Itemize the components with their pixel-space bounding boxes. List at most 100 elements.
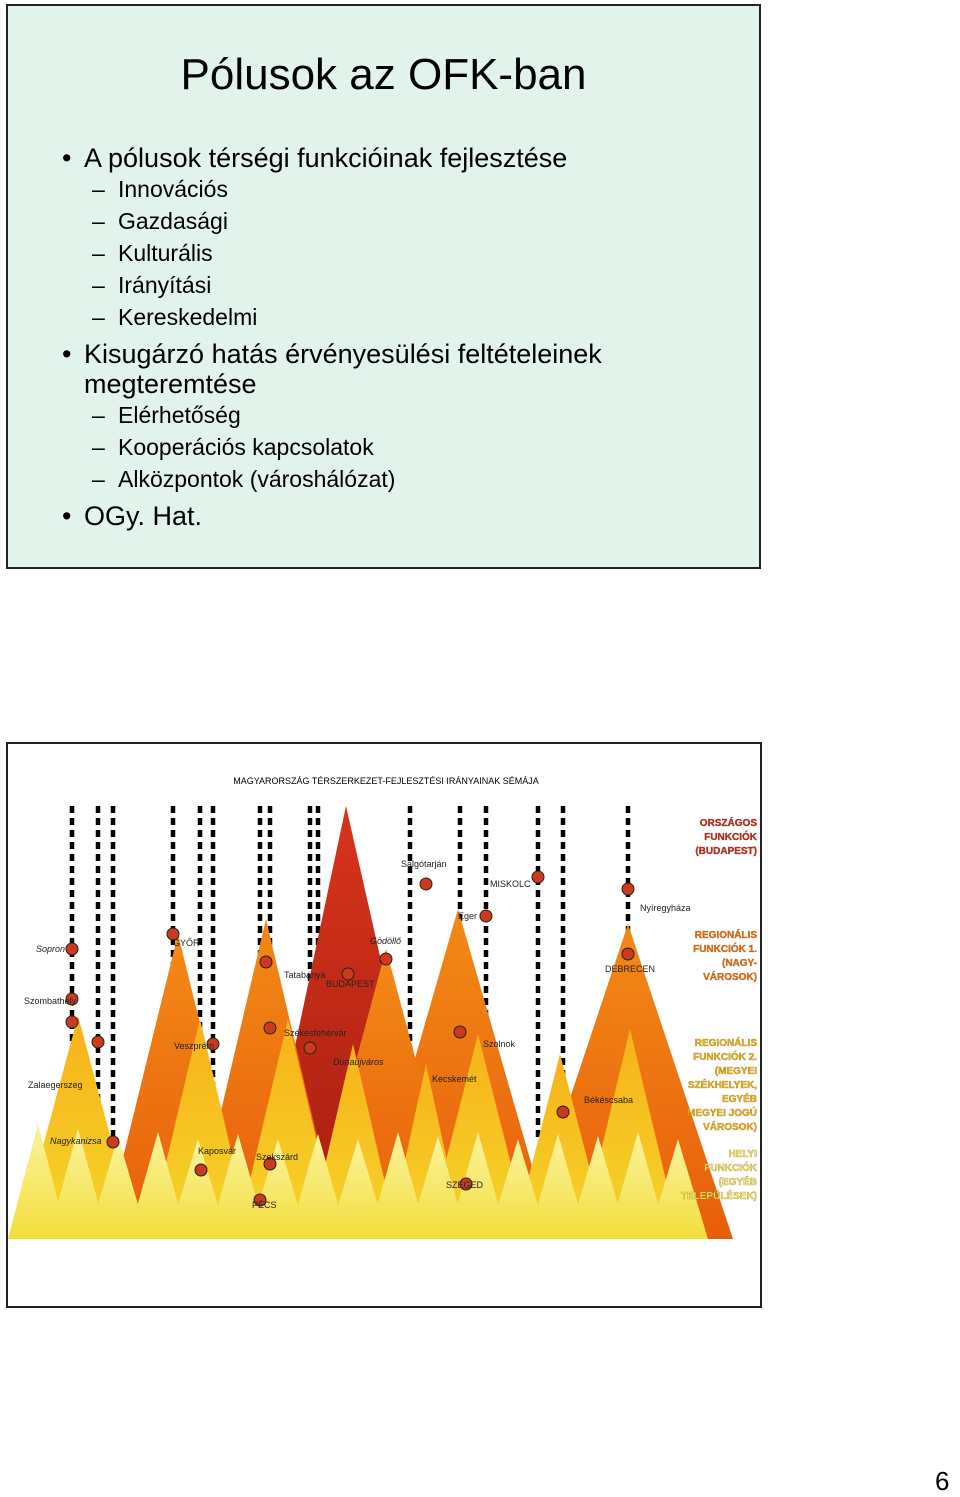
legend-line: FUNKCIÓK [704,830,758,843]
sub-item-text: Kooperációs kapcsolatok [118,434,374,460]
city-label-dunaujvaros: Dunaújváros [333,1057,384,1067]
sub-item-text: Elérhetőség [118,402,241,428]
sub-item: –Gazdasági [62,205,752,237]
city-label-salgotarjan: Salgótarján [401,859,447,869]
city-marker[interactable] [556,1105,570,1119]
city-marker[interactable] [166,927,180,941]
dash-icon: – [92,466,105,492]
bullet-dot-icon: • [62,501,72,531]
legend-line: (EGYÉB [719,1175,757,1188]
city-marker[interactable] [206,1037,220,1051]
city-marker[interactable] [65,992,79,1006]
city-label-kecskemet: Kecskemét [432,1074,477,1084]
legend-line: (BUDAPEST) [695,846,757,857]
city-label-szolnok: Szolnok [483,1039,516,1049]
dash-icon: – [92,176,105,202]
legend-regional-2: REGIONÁLIS FUNKCIÓK 2. (MEGYEI SZÉKHELYE… [687,1036,758,1133]
city-label-pecs: PÉCS [252,1200,277,1210]
city-marker[interactable] [379,952,393,966]
slide-poles: Pólusok az OFK-ban • A pólusok térségi f… [6,4,761,569]
legend-national: ORSZÁGOS FUNKCIÓK (BUDAPEST) [695,816,758,857]
diagram-title: MAGYARORSZÁG TÉRSZERKEZET-FEJLESZTÉSI IR… [233,776,539,786]
city-marker[interactable] [253,1193,267,1207]
sub-item-text: Irányítási [118,272,212,298]
bullet-dot-icon: • [62,143,72,173]
city-marker[interactable] [65,1015,79,1029]
city-marker[interactable] [479,909,493,923]
city-marker[interactable] [459,1177,473,1191]
city-marker[interactable] [106,1135,120,1149]
legend-line: TELEPÜLÉSEK) [681,1189,757,1202]
bullet-item: • A pólusok térségi funkcióinak fejleszt… [62,143,752,173]
sub-item: –Irányítási [62,269,752,301]
sub-item-text: Alközpontok (városhálózat) [118,466,396,492]
dash-icon: – [92,434,105,460]
city-label-bekescsaba: Békéscsaba [584,1095,633,1105]
legend-regional-1: REGIONÁLIS FUNKCIÓK 1. (NAGY- VÁROSOK) [693,928,758,983]
city-label-miskolc: MISKOLC [490,879,531,889]
city-markers [65,870,635,1207]
bullet-dot-icon: • [62,339,72,369]
dash-icon: – [92,208,105,234]
dash-icon: – [92,304,105,330]
dash-icon: – [92,240,105,266]
city-label-szeged: SZEGED [446,1180,484,1190]
slide-title: Pólusok az OFK-ban [180,50,587,99]
city-label-zalaegerszeg: Zalaegerszeg [28,1080,83,1090]
page-number: 6 [935,1466,950,1496]
city-marker[interactable] [531,870,545,884]
city-label-gyor: GYŐR [173,938,200,948]
schema-diagram: MAGYARORSZÁG TÉRSZERKEZET-FEJLESZTÉSI IR… [8,776,758,1239]
legend-line: FUNKCIÓK 1. [693,942,757,955]
city-marker[interactable] [259,955,273,969]
city-label-kaposvar: Kaposvár [198,1146,236,1156]
sub-item: –Kereskedelmi [62,301,752,333]
legend-local: HELYI FUNKCIÓK (EGYÉB TELEPÜLÉSEK) [681,1149,758,1202]
legend-line: VÁROSOK) [703,970,757,983]
city-marker[interactable] [91,1035,105,1049]
city-marker[interactable] [263,1157,277,1171]
legend-line: (NAGY- [722,958,757,969]
city-label-debrecen: DEBRECEN [605,964,655,974]
city-marker[interactable] [303,1041,317,1055]
city-label-eger: Eger [458,911,477,921]
sub-item: –Kooperációs kapcsolatok [62,431,752,463]
sub-item-text: Kulturális [118,240,213,266]
bullet-item: • Kisugárzó hatás érvényesülési feltétel… [62,339,752,399]
legend-line: (MEGYEI [715,1066,757,1077]
city-marker[interactable] [341,967,355,981]
city-marker[interactable] [65,942,79,956]
sub-item-text: Gazdasági [118,208,228,234]
local-peaks [8,1124,708,1239]
city-label-szekszard: Szekszárd [256,1152,298,1162]
dash-icon: – [92,272,105,298]
city-label-sopron: Sopron [36,944,65,954]
slide-spatial-schema: MAGYARORSZÁG TÉRSZERKEZET-FEJLESZTÉSI IR… [6,742,762,1308]
sub-item: –Elérhetőség [62,399,752,431]
legend-line: REGIONÁLIS [695,1036,758,1049]
legend-line: VÁROSOK) [703,1120,757,1133]
bullet-text: OGy. Hat. [84,501,203,531]
legend-line: REGIONÁLIS [695,928,758,941]
sub-item: –Alközpontok (városhálózat) [62,463,752,495]
legend-line: ORSZÁGOS [700,816,758,829]
legend-line: HELYI [728,1149,757,1160]
sub-item: –Kulturális [62,237,752,269]
bullet-item: • OGy. Hat. [62,501,752,531]
city-label-nyiregyhaza: Nyíregyháza [640,903,691,913]
city-marker[interactable] [263,1021,277,1035]
city-marker[interactable] [194,1163,208,1177]
city-marker[interactable] [453,1025,467,1039]
city-marker[interactable] [621,947,635,961]
city-label-veszprem: Veszprém [174,1041,214,1051]
legend-line: FUNKCIÓK [704,1161,758,1174]
city-marker[interactable] [419,877,433,891]
bullet-text-line1: Kisugárzó hatás érvényesülési feltételei… [84,339,602,369]
city-label-budapest: BUDAPEST [326,979,375,989]
sub-item: –Innovációs [62,173,752,205]
legend-line: SZÉKHELYEK, [688,1078,757,1091]
city-label-tatabanya: Tatabánya [284,970,326,980]
city-label-godollo: Gödöllő [370,936,402,946]
city-marker[interactable] [621,882,635,896]
legend-line: MEGYEI JOGÚ [687,1106,757,1119]
